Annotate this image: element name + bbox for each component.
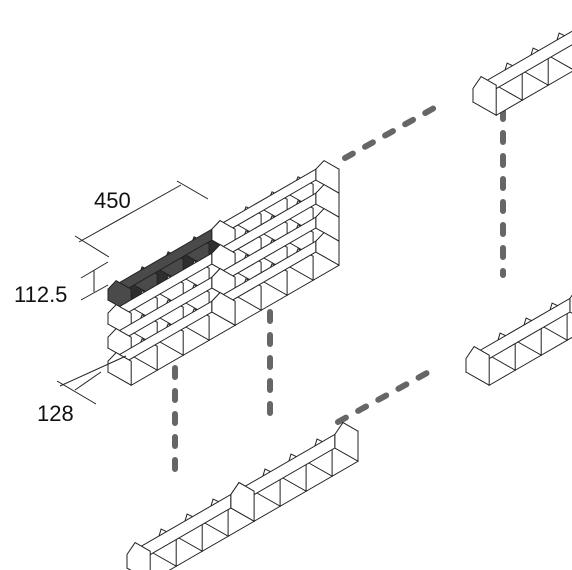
single-tray-top-right [472,30,572,117]
single-tray-mid-right [465,294,572,387]
tray-left-wall [126,541,151,570]
dim-depth-tick-a [56,380,97,405]
tray [107,291,236,387]
tray-left-wall [230,481,255,523]
assembled-tray-stack [107,159,340,387]
depth-label: 128 [37,401,74,426]
tray [465,294,572,387]
height-label: 112.5 [14,282,67,307]
dim-height-tick-bottom [80,284,109,301]
tray [211,231,340,327]
dim-depth-tick-b [74,371,102,391]
tray [230,421,359,523]
tray-left-wall [211,291,236,327]
dash-top-horizontal [342,100,446,161]
dim-depth-line [59,355,127,387]
tray-left-wall [465,345,490,387]
dim-width-tick-left [74,235,110,258]
tray-left-wall [472,75,497,117]
dash-bottom-horizontal [335,365,439,425]
dashed-connectors [172,100,506,483]
width-label: 450 [94,188,131,213]
double-tray-bottom [126,421,359,570]
tray [472,30,572,117]
dim-width-tick-right [176,180,209,200]
dimension-depth: 128 [37,355,127,426]
dim-width-line [78,184,182,243]
dimension-width: 450 [74,180,209,258]
dimension-height: 112.5 [14,261,109,307]
